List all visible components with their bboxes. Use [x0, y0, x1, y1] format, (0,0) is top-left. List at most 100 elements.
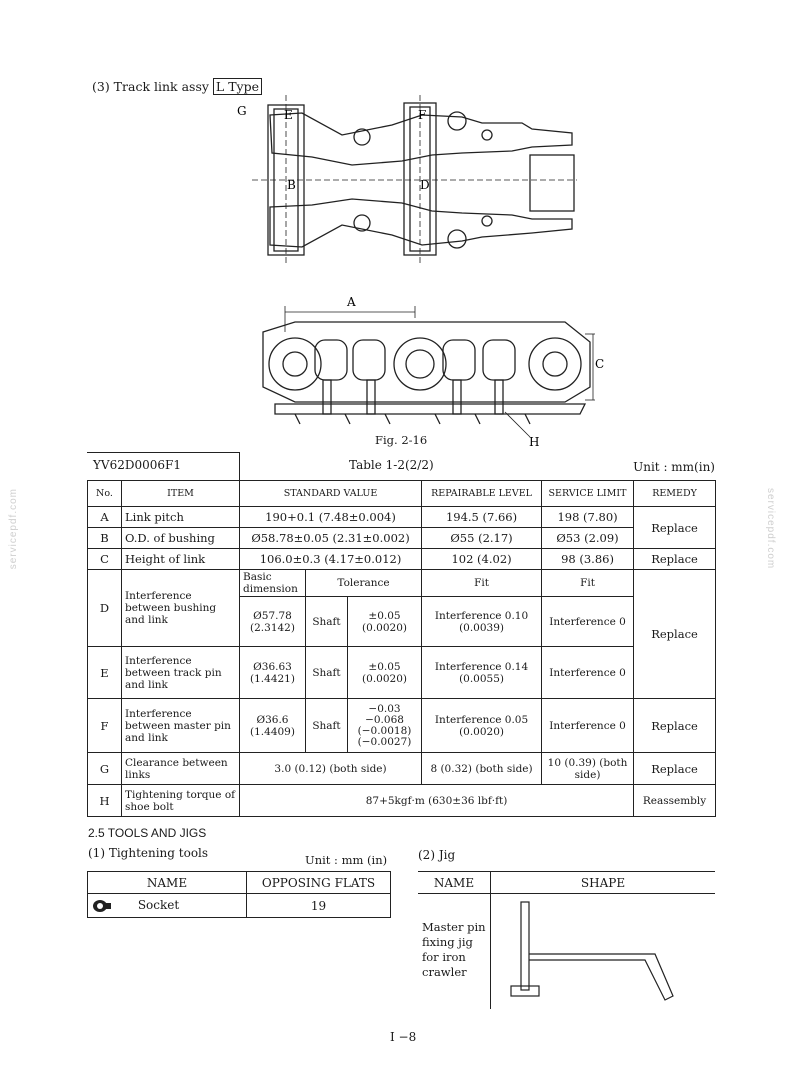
cell-item: Interference between master pin and link	[121, 698, 240, 753]
jig-sub: (2) Jig	[418, 848, 456, 862]
cell-repairable: 194.5 (7.66)	[421, 506, 543, 528]
track-link-top-view-figure: G E F B D	[237, 95, 577, 265]
cell-standard: 3.0 (0.12) (both side)	[238, 752, 423, 785]
table-row: B O.D. of bushing Ø58.78±0.05 (2.31±0.00…	[87, 527, 716, 549]
cell-service: 98 (3.86)	[541, 548, 635, 570]
spec-table: No. ITEM STANDARD VALUE REPAIRABLE LEVEL…	[87, 480, 717, 817]
subheader-fit: Fit	[421, 569, 543, 597]
subheader-basic: Basic dimension	[239, 569, 306, 597]
cell-item: Link pitch	[121, 506, 240, 528]
table-row: C Height of link 106.0±0.3 (4.17±0.012) …	[87, 548, 717, 570]
table-row: D Interference between bushing and link …	[87, 569, 717, 699]
table-header-strip: YV62D0006F1 Table 1-2(2/2) Unit : mm(in)	[87, 452, 715, 481]
page-number: I −8	[390, 1030, 417, 1044]
section-type-box: L Type	[212, 78, 262, 95]
cell-service: Ø53 (2.09)	[541, 527, 635, 549]
cell-basic: Ø57.78 (2.3142)	[239, 596, 306, 647]
header-name: NAME	[418, 871, 491, 894]
cell-service: Interference 0	[541, 698, 635, 753]
table-row: No. ITEM STANDARD VALUE REPAIRABLE LEVEL…	[87, 480, 717, 507]
cell-item: Height of link	[121, 548, 240, 570]
cell-repairable: Interference 0.10 (0.0039)	[421, 596, 543, 647]
cell-standard: 106.0±0.3 (4.17±0.012)	[238, 548, 423, 570]
cell-remedy: Reassembly	[633, 784, 717, 817]
tools-section-title: 2.5 TOOLS AND JIGS	[88, 826, 207, 840]
cell-remedy: Replace	[633, 569, 717, 699]
cell-item: Tightening torque of shoe bolt	[121, 784, 240, 817]
cell-standard: 87+5kgf·m (630±36 lbf·ft)	[238, 784, 635, 817]
cell-item: Interference between track pin and link	[121, 646, 240, 699]
cell-service: Interference 0	[541, 596, 635, 647]
label-h: H	[529, 435, 539, 449]
cell-no: A	[87, 506, 122, 528]
cell-tolerance: ±0.05 (0.0020)	[346, 596, 423, 647]
cell-repairable: 102 (4.02)	[421, 548, 543, 570]
tools-unit: Unit : mm (in)	[305, 853, 388, 867]
cell-repairable: 8 (0.32) (both side)	[421, 752, 543, 785]
cell-no: F	[87, 698, 122, 753]
cell-service: Interference 0	[541, 646, 635, 699]
label-e: E	[284, 108, 293, 122]
tolerance-line: −0.03	[368, 702, 401, 715]
header-item: ITEM	[121, 480, 240, 507]
label-g: G	[237, 104, 247, 118]
tool-name: Socket	[137, 898, 180, 913]
cell-standard: 190+0.1 (7.48±0.004)	[238, 506, 423, 528]
tolerance-line: (−0.0018)	[357, 724, 412, 737]
cell-basic: Ø36.63 (1.4421)	[239, 646, 306, 699]
table-row: Socket 19	[87, 893, 391, 918]
watermark-right: servicepdf.com	[765, 488, 776, 570]
header-remedy: REMEDY	[633, 480, 717, 507]
cell-remedy: Replace	[633, 506, 717, 549]
table-title: Table 1-2(2/2)	[349, 458, 434, 472]
label-c: C	[595, 357, 604, 371]
cell-shaft: Shaft	[305, 698, 348, 753]
subheader-tolerance: Tolerance	[304, 569, 423, 597]
header-name: NAME	[87, 871, 247, 894]
table-row: Ø57.78 (2.3142) Shaft ±0.05 (0.0020) Int…	[88, 596, 716, 647]
cell-repairable: Ø55 (2.17)	[421, 527, 543, 549]
cell-no: B	[87, 527, 122, 549]
table-row: H Tightening torque of shoe bolt 87+5kgf…	[87, 784, 717, 817]
header-shape: SHAPE	[490, 871, 715, 894]
label-d: D	[420, 178, 430, 192]
label-f: F	[418, 108, 426, 122]
cell-shaft: Shaft	[305, 646, 348, 699]
tools-sub1: (1) Tightening tools	[88, 846, 209, 860]
cell-jig-shape	[490, 893, 715, 1009]
table-row: F Interference between master pin and li…	[87, 698, 717, 753]
cell-item: Clearance between links	[121, 752, 240, 785]
section-heading: (3) Track link assy L Type	[92, 78, 262, 95]
header-flats: OPPOSING FLATS	[246, 871, 391, 894]
cell-flats: 19	[246, 893, 391, 918]
cell-item: Interference between bushing and link	[121, 569, 240, 647]
cell-tolerance: −0.03 −0.068 (−0.0018) (−0.0027)	[346, 698, 423, 753]
header-standard: STANDARD VALUE	[238, 480, 423, 507]
section-title: (3) Track link assy	[92, 79, 209, 94]
tools-table: NAME OPPOSING FLATS Socket 19	[87, 871, 391, 918]
cell-name: Socket	[87, 893, 247, 918]
table-row: NAME OPPOSING FLATS	[87, 871, 391, 894]
jig-shape-drawing	[510, 901, 674, 1001]
subheader-fit: Fit	[541, 569, 635, 597]
figure-caption: Fig. 2-16	[375, 433, 428, 447]
jig-table: NAME SHAPE Master pin fixing jig for iro…	[418, 871, 715, 1009]
cell-remedy: Replace	[633, 698, 717, 753]
header-service: SERVICE LIMIT	[541, 480, 635, 507]
watermark-left: servicepdf.com	[8, 488, 19, 570]
cell-repairable: Interference 0.14 (0.0055)	[421, 646, 543, 699]
cell-remedy: Replace	[633, 752, 717, 785]
table-row: G Clearance between links 3.0 (0.12) (bo…	[87, 752, 717, 785]
cell-no: H	[87, 784, 122, 817]
table-unit: Unit : mm(in)	[633, 460, 715, 474]
socket-icon	[93, 899, 111, 912]
header-repairable: REPAIRABLE LEVEL	[421, 480, 543, 507]
table-row: Master pin fixing jig for iron crawler	[418, 893, 715, 1009]
cell-jig-name: Master pin fixing jig for iron crawler	[418, 893, 491, 1009]
table-row: A Link pitch 190+0.1 (7.48±0.004) 194.5 …	[87, 506, 717, 549]
table-row: NAME SHAPE	[418, 871, 715, 894]
cell-standard: Ø58.78±0.05 (2.31±0.002)	[238, 527, 423, 549]
cell-repairable: Interference 0.05 (0.0020)	[421, 698, 543, 753]
cell-no: D	[87, 569, 122, 647]
track-link-side-view-figure: A C H	[262, 295, 604, 449]
